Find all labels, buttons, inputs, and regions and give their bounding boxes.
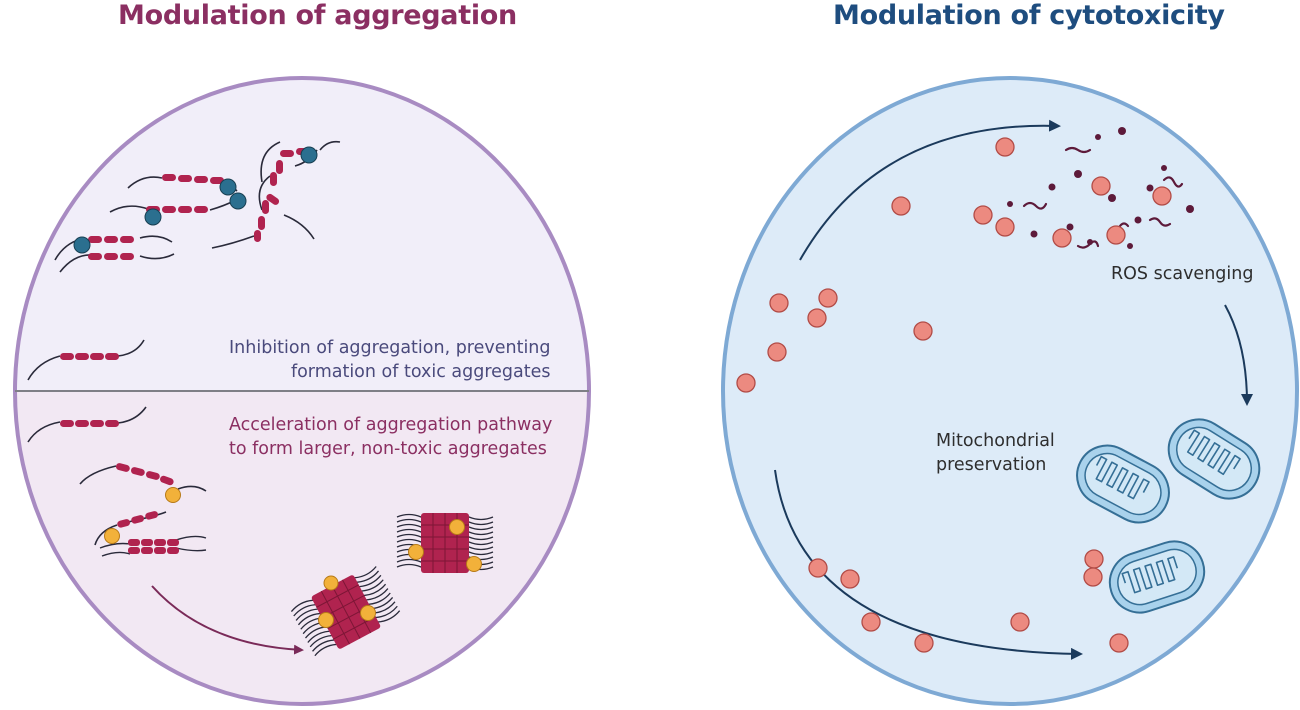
mito-label-line2: preservation [936,455,1047,475]
cytotoxicity-arrows [774,119,1253,660]
aggregation-circle [13,76,591,706]
arrow-top [799,119,1061,261]
inhibition-caption-line1: Inhibition of aggregation, preventing [229,338,551,358]
arrow-bottom [774,469,1083,660]
mitochondrial-preservation-label: Mitochondrial preservation [936,429,1055,477]
nanoparticles [736,137,1172,653]
arrow-right [1224,304,1253,406]
ros-species [1007,127,1194,249]
mito-label-line1: Mitochondrial [936,431,1055,451]
acceleration-caption-line1: Acceleration of aggregation pathway [229,415,553,435]
aggregation-title: Modulation of aggregation [118,0,517,31]
inhibited-aggregates [54,140,341,273]
inhibition-caption: Inhibition of aggregation, preventing fo… [229,336,551,384]
acceleration-caption-line2: to form larger, non-toxic aggregates [229,439,547,459]
accelerated-aggregates [27,406,494,662]
inhibition-caption-line2: formation of toxic aggregates [290,362,551,382]
monomer-upper [27,339,145,381]
cytotoxicity-circle [721,76,1299,706]
acceleration-caption: Acceleration of aggregation pathway to f… [229,413,552,461]
aggregation-arrow [151,585,304,655]
ros-scavenging-label: ROS scavenging [1111,264,1254,284]
cytotoxicity-title: Modulation of cytotoxicity [833,0,1225,31]
